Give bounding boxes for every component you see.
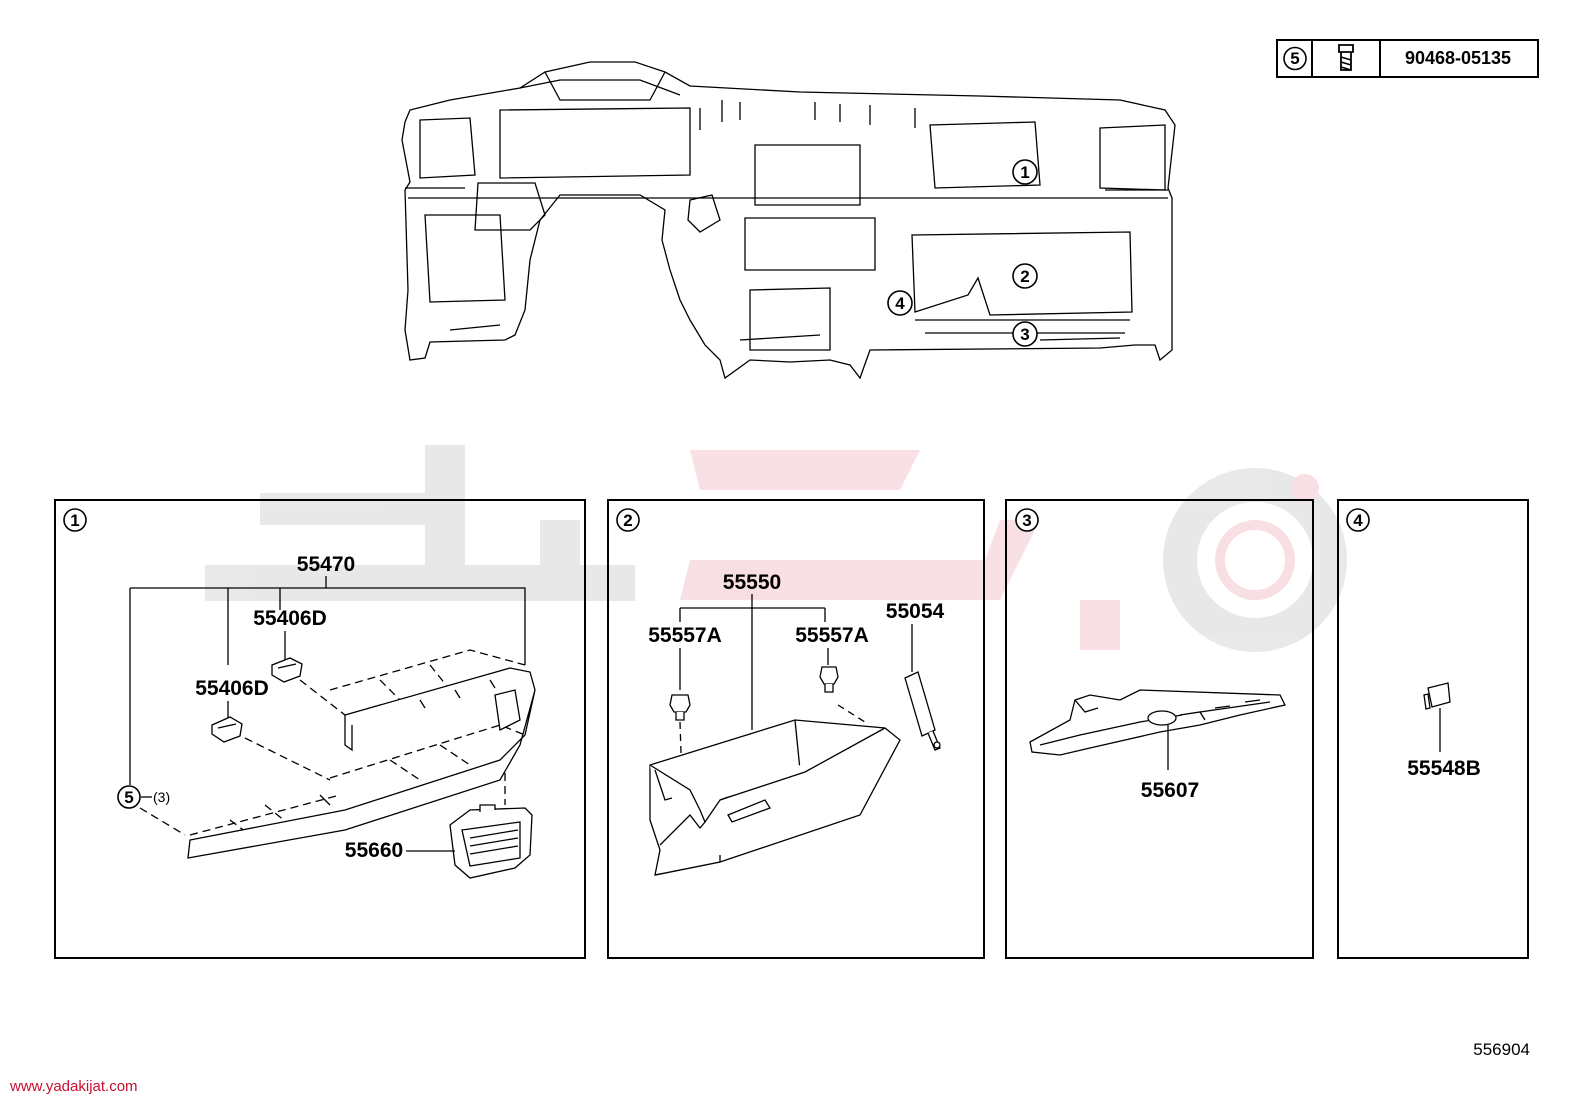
clip-upper-drawing bbox=[271, 657, 303, 683]
reference-callout-number: 5 bbox=[1290, 49, 1299, 68]
overview-callout-circle-2 bbox=[1012, 263, 1038, 289]
label-55550: 55550 bbox=[723, 571, 781, 594]
panel-3-callout-number: 3 bbox=[1022, 511, 1031, 530]
website-link[interactable]: www.yadakijat.com bbox=[10, 1078, 138, 1095]
reference-box: 5 90468-05135 bbox=[1276, 39, 1539, 78]
damper-drawing bbox=[904, 671, 941, 751]
panel-1-callout-number: 1 bbox=[70, 511, 79, 530]
diagram-code: 556904 bbox=[1473, 1040, 1530, 1059]
panel-4: 4 55548B bbox=[1337, 499, 1529, 959]
label-55054: 55054 bbox=[886, 600, 945, 623]
label-55470: 55470 bbox=[297, 553, 355, 576]
bumper-left-drawing bbox=[669, 694, 691, 721]
screw-ref-circle bbox=[117, 785, 141, 809]
label-55660: 55660 bbox=[345, 839, 403, 862]
clip-lower-drawing bbox=[211, 716, 243, 743]
overview-callout-number-1: 1 bbox=[1020, 163, 1029, 182]
overview-callout-number-2: 2 bbox=[1020, 267, 1029, 286]
watermark-logo bbox=[205, 445, 1347, 652]
panel-1: 1 55470 55406D 55406D 5 (3) bbox=[54, 499, 586, 959]
panel-3-callout-circle bbox=[1015, 508, 1039, 532]
overview-callout-circle-1 bbox=[1012, 159, 1038, 185]
panel-4-callout-number: 4 bbox=[1353, 511, 1363, 530]
overview-callout-circle-3 bbox=[1012, 321, 1038, 347]
overview-callout-number-3: 3 bbox=[1020, 325, 1029, 344]
screw-ref-number: 5 bbox=[124, 788, 133, 807]
lower-panel-drawing bbox=[187, 667, 536, 859]
panel-2: 2 55550 55557A 55557A 55054 bbox=[607, 499, 985, 959]
glove-box-drawing bbox=[649, 719, 901, 876]
overview-callout-number-4: 4 bbox=[895, 294, 905, 313]
lower-cover-drawing bbox=[1029, 689, 1286, 756]
label-55406d-lower: 55406D bbox=[195, 677, 269, 700]
panel-2-callout-number: 2 bbox=[623, 511, 632, 530]
air-vent-drawing bbox=[449, 804, 533, 879]
dashboard-overview bbox=[401, 61, 1176, 380]
overview-callouts: 1 2 3 4 bbox=[887, 159, 1038, 347]
panel-3: 3 55607 bbox=[1005, 499, 1314, 959]
label-55406d-upper: 55406D bbox=[253, 607, 327, 630]
panel-2-callout-circle bbox=[616, 508, 640, 532]
label-55607: 55607 bbox=[1141, 779, 1199, 802]
label-55548b: 55548B bbox=[1407, 757, 1481, 780]
assembly-lines-1 bbox=[139, 649, 526, 836]
bumper-right-drawing bbox=[819, 666, 839, 693]
panel-4-callout-circle bbox=[1346, 508, 1370, 532]
screw-quantity: (3) bbox=[153, 789, 170, 805]
screw-icon bbox=[1338, 44, 1354, 71]
overview-callout-circle-4 bbox=[887, 290, 913, 316]
pad-drawing bbox=[1423, 682, 1451, 710]
reference-callout-circle bbox=[1283, 46, 1307, 71]
label-55557a-left: 55557A bbox=[648, 624, 722, 647]
panel-1-callout-circle bbox=[63, 508, 87, 532]
reference-part-number: 90468-05135 bbox=[1405, 48, 1511, 68]
label-55557a-right: 55557A bbox=[795, 624, 869, 647]
